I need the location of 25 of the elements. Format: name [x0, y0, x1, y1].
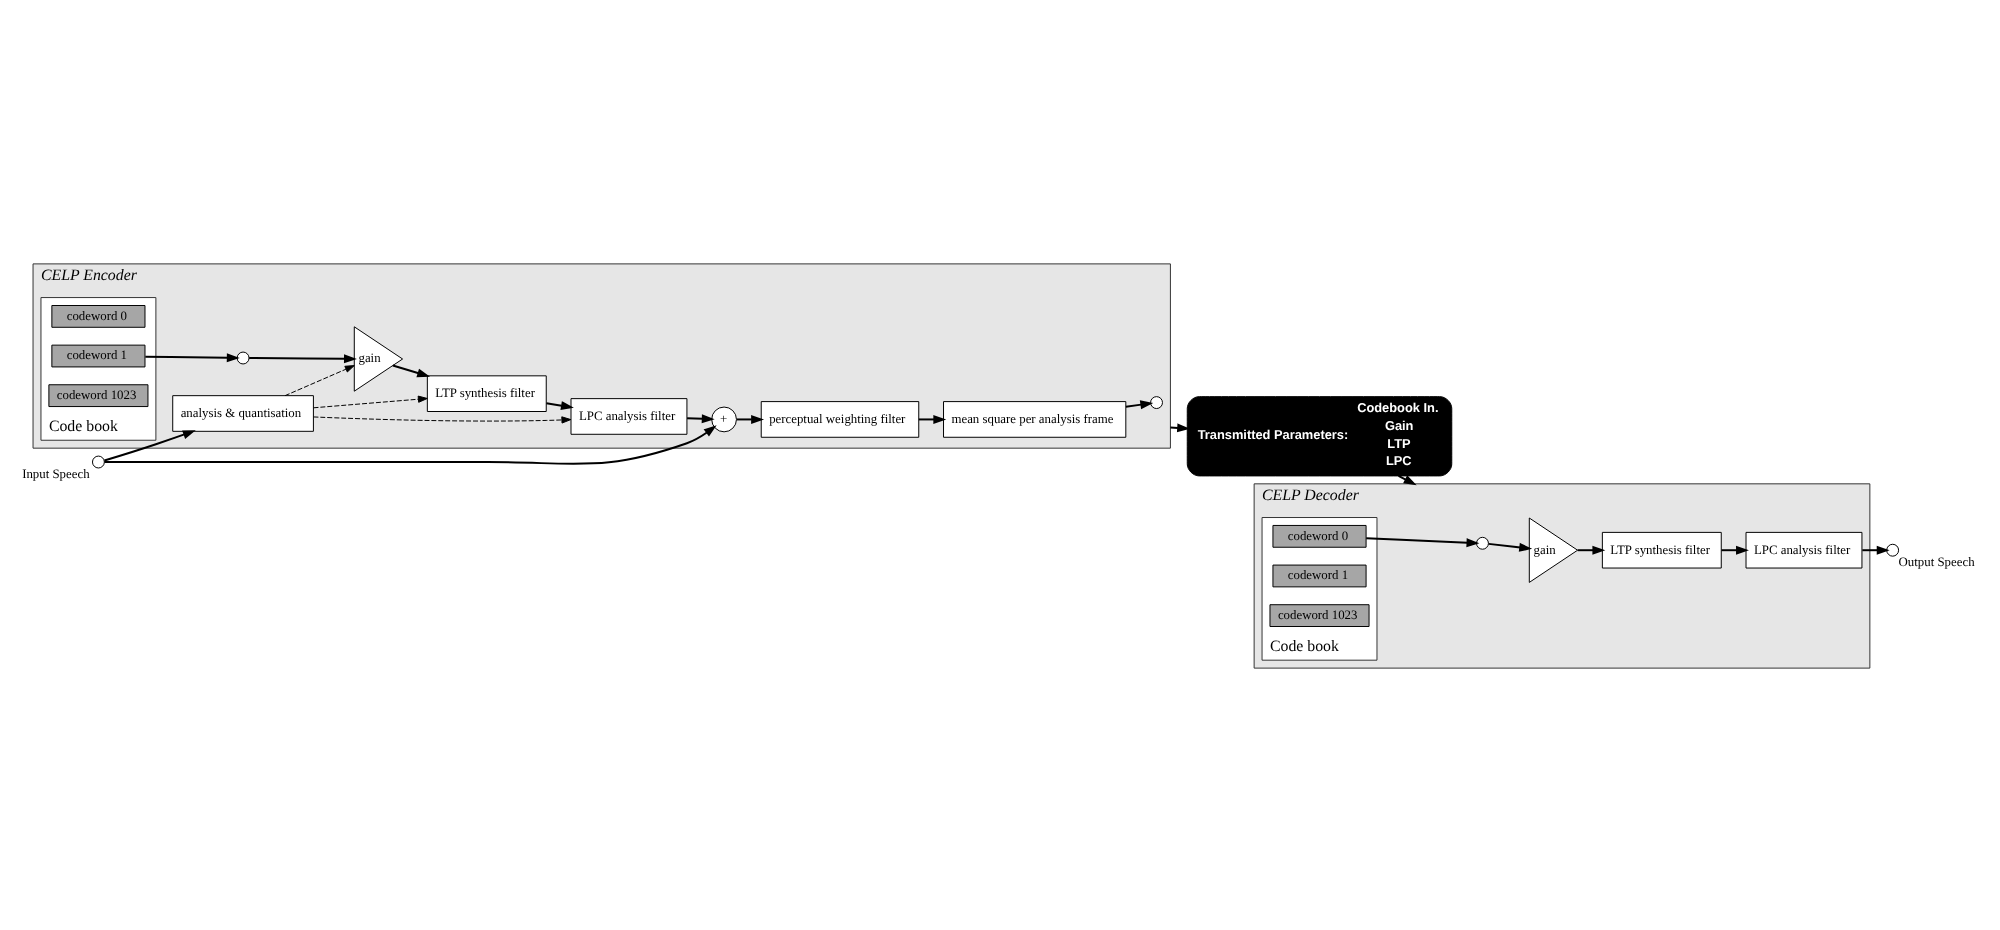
arrow [1861, 544, 1890, 554]
arrow [284, 364, 355, 396]
arrow [313, 394, 428, 408]
arrow [313, 415, 572, 423]
node-circle [1476, 535, 1489, 549]
node-circle [1886, 542, 1900, 556]
arrow [1397, 474, 1417, 485]
arrow [735, 413, 764, 423]
arrow [917, 413, 947, 423]
arrow [1487, 541, 1533, 551]
arrow [1720, 544, 1749, 554]
arrow [103, 424, 717, 464]
node-circle [92, 454, 105, 468]
arrow [1365, 536, 1480, 547]
arrow [686, 413, 715, 423]
arrow [144, 352, 240, 362]
arrow [248, 353, 357, 363]
arrow [103, 429, 196, 461]
arrow [1124, 399, 1154, 409]
arrow [391, 363, 431, 377]
arrow [1169, 422, 1191, 432]
node-circle [236, 350, 250, 364]
arrow [545, 400, 574, 410]
node-circle [1150, 395, 1163, 409]
arrow [1576, 544, 1606, 554]
